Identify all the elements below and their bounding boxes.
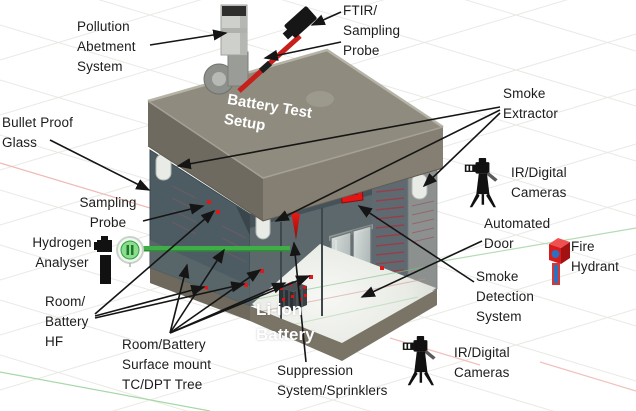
label-ir-digital-cameras-bottom: IR/Digital Cameras	[454, 345, 510, 380]
sensor-dots	[204, 200, 384, 290]
label-room-battery-hf: Room/ Battery HF	[45, 294, 89, 349]
ir-camera-icon	[464, 158, 498, 208]
ftir-probe	[237, 6, 317, 93]
hydrogen-analyser-icon	[94, 236, 112, 284]
li-ion-battery-label: Li-ion Battery	[256, 300, 315, 344]
laser-beam	[143, 246, 290, 252]
label-smoke-extractor: Smoke Extractor	[503, 86, 558, 121]
label-ftir-sampling-probe: FTIR/ Sampling Probe	[343, 3, 401, 58]
fire-hydrant-icon	[549, 238, 570, 285]
label-smoke-detection-system: Smoke Detection System	[476, 269, 534, 324]
annotation-arrows	[49, 11, 501, 363]
label-fire-hydrant: Fire Hydrant	[571, 239, 619, 274]
label-pollution-abatement-system: Pollution Abetment System	[77, 19, 136, 74]
label-sampling-probe: Sampling Probe	[79, 195, 137, 230]
label-hydrogen-analyser: Hydrogen Analyser	[32, 235, 92, 270]
laser-lens-icon	[116, 236, 144, 267]
axis-guide-lines	[0, 162, 636, 411]
label-bullet-proof-glass: Bullet Proof Glass	[2, 115, 73, 150]
label-automated-door: Automated Door	[484, 216, 551, 251]
chimney-stack	[203, 4, 249, 95]
label-ir-digital-cameras-top: IR/Digital Cameras	[511, 165, 567, 200]
sprinkler-cone	[291, 211, 300, 240]
base-skirt-front	[250, 289, 437, 361]
label-suppression-system: Suppression System/Sprinklers	[277, 363, 388, 398]
label-tc-dpt-tree: Room/Battery Surface mount TC/DPT Tree	[122, 337, 212, 392]
